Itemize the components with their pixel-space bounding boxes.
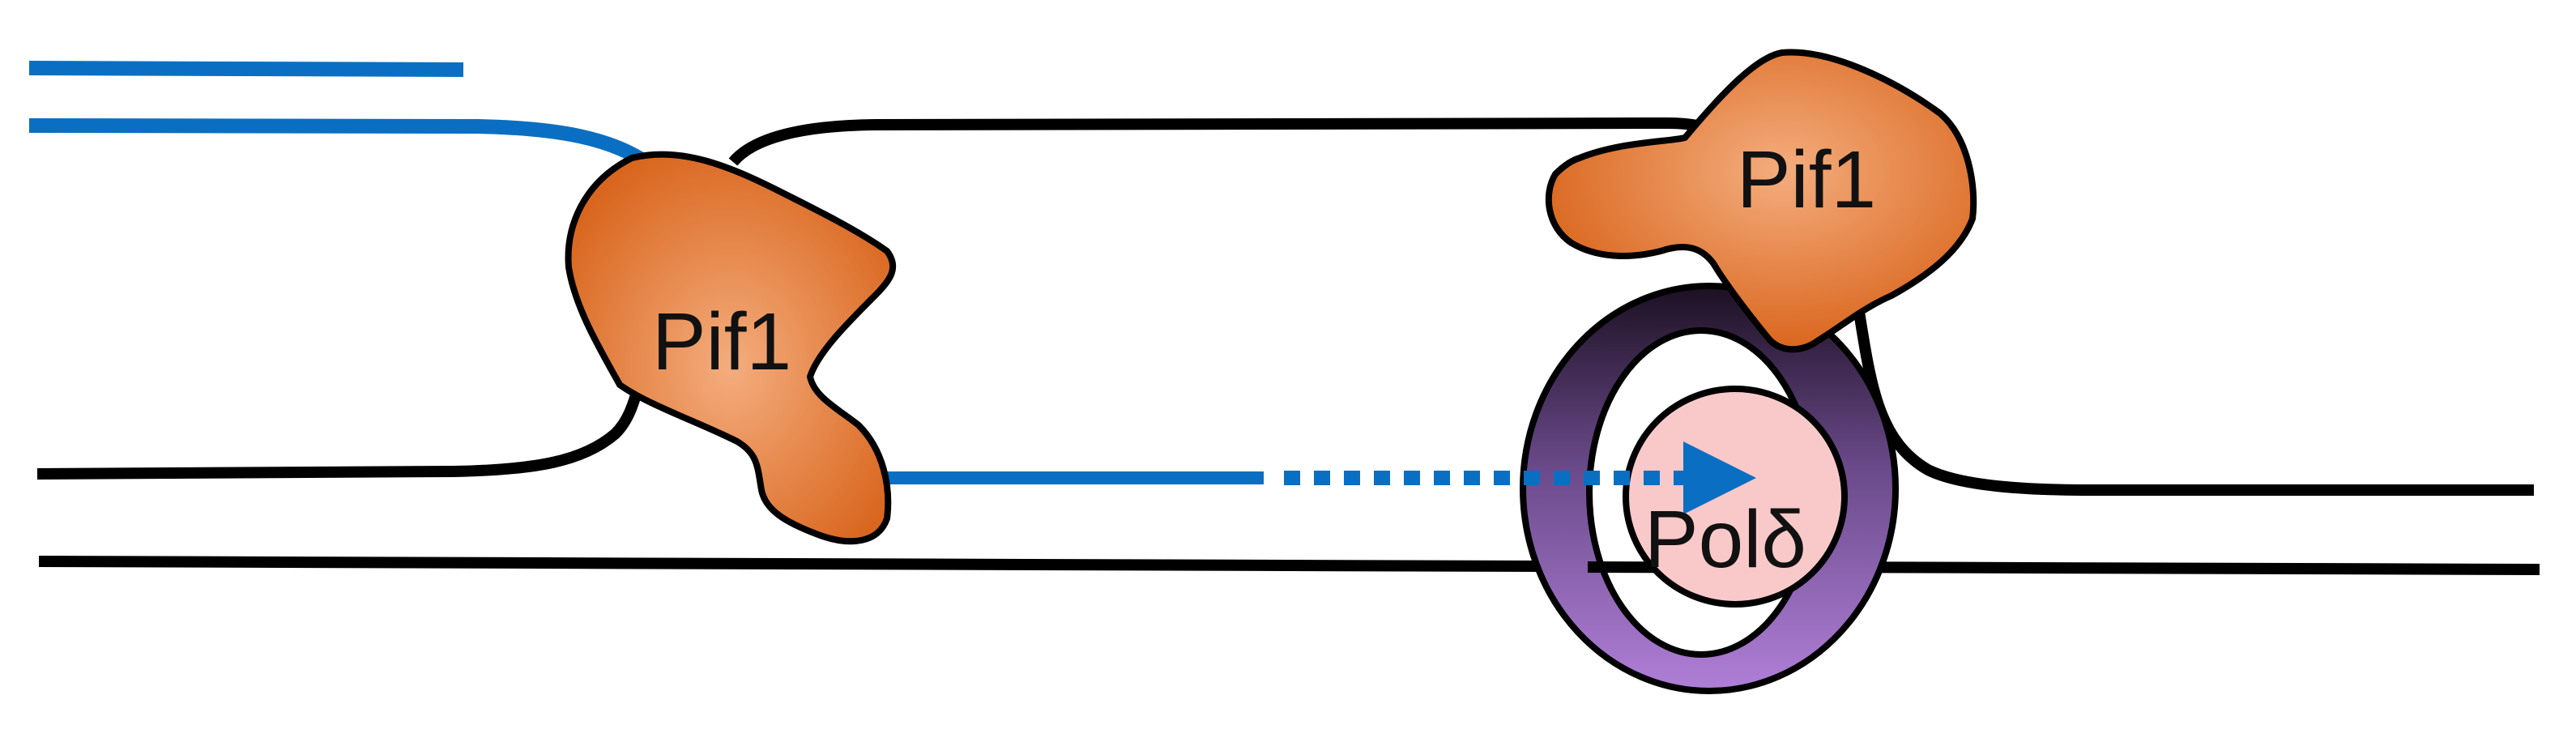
pol-delta-label: Polδ: [1644, 494, 1806, 585]
black-strand-right-descend: [1853, 310, 2534, 496]
blue-strand-top-short: [28, 61, 464, 77]
black-strand-bottom: [38, 556, 2540, 575]
blue-strand-displaced: [28, 118, 661, 177]
pif1-right-label: Pif1: [1737, 134, 1876, 225]
pif1-right-shape: [1545, 49, 1977, 353]
black-strand-lower-left: [36, 379, 646, 480]
pif1-left-shape: [565, 151, 897, 545]
pif1-left-label: Pif1: [652, 296, 791, 387]
